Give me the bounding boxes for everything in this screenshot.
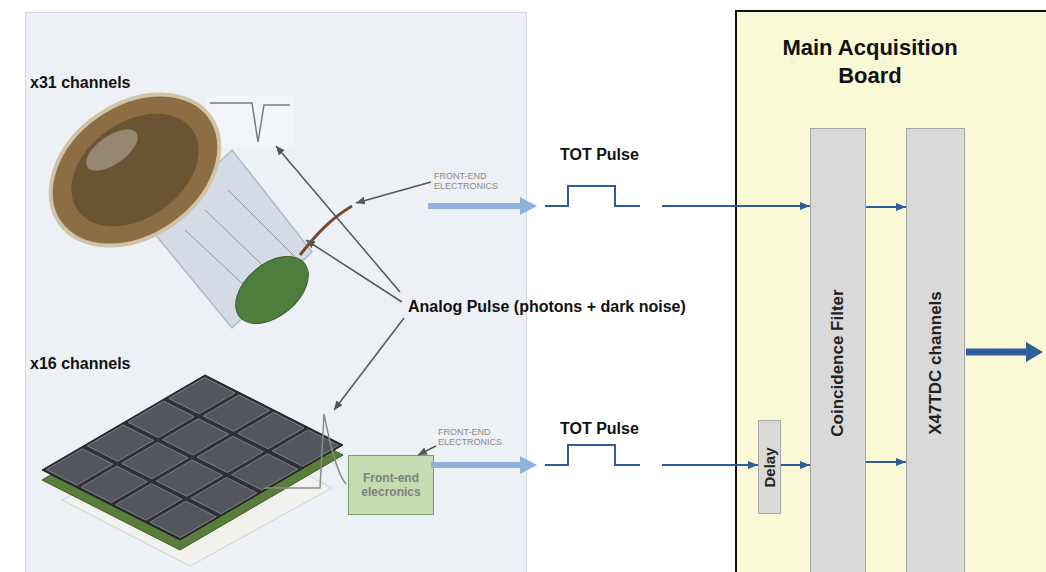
pmt-signal-path-part (545, 186, 640, 206)
signal-note: Analog Pulse (photons + dark noise) (408, 298, 686, 316)
channel-count: x16 channels (30, 355, 131, 373)
output-arrow (966, 342, 1043, 362)
signal-connector (866, 206, 906, 208)
sipm-output-arrow-part (520, 456, 537, 474)
delay-box-text: Delay (761, 447, 778, 487)
pmt-illustration-part (22, 63, 248, 277)
front-end-box: Front-end elecronics (348, 455, 434, 515)
sipm-illustration-part (42, 375, 343, 540)
leader-lines-part (306, 240, 402, 302)
output-arrow-part (966, 349, 1028, 356)
front-end-note: FRONT-END ELECTRONICS (438, 427, 526, 448)
pmt-waveform-part (210, 103, 290, 142)
front-end-box-text: Front-end elecronics (349, 471, 433, 500)
acquisition-board-text: Main Acquisition Board (770, 34, 970, 89)
tdc-box-text: X47TDC channels (926, 291, 946, 435)
leader-lines-part (356, 182, 431, 203)
sipm-illustration (42, 375, 343, 566)
signal-name: TOT Pulse (560, 146, 639, 164)
pmt-illustration-part (300, 206, 352, 255)
front-end-note: FRONT-END ELECTRONICS (434, 171, 522, 192)
pmt-signal-path-part (428, 203, 522, 209)
coincidence-filter-box-text: Coincidence Filter (828, 289, 848, 436)
channel-count: x31 channels (30, 74, 131, 92)
pmt-signal-path-part (662, 205, 810, 207)
output-arrow-part (1026, 342, 1043, 362)
pmt-signal-path-part (520, 197, 537, 215)
pmt-illustration-part (79, 121, 144, 178)
leader-lines-part (276, 146, 400, 292)
sipm-output-arrow-part (431, 462, 522, 468)
pmt-illustration-part (50, 91, 220, 250)
pmt-illustration-part (223, 243, 321, 337)
signal-connector (866, 461, 906, 463)
leader-lines-part (334, 318, 404, 410)
delay-box: Delay (758, 420, 781, 514)
sipm-output-arrow (431, 456, 537, 474)
signal-name: TOT Pulse (560, 420, 639, 438)
coincidence-filter-box: Coincidence Filter (810, 128, 866, 572)
sipm-illustration-part (47, 377, 339, 537)
sipm-waveform (265, 414, 346, 488)
pmt-illustration (22, 63, 352, 337)
leader-lines-part (418, 446, 436, 455)
acquisition-board: Main Acquisition BoardDelay Coincidence F… (735, 10, 1046, 572)
tdc-box: X47TDC channels (906, 128, 965, 572)
signal-connector (781, 464, 810, 466)
